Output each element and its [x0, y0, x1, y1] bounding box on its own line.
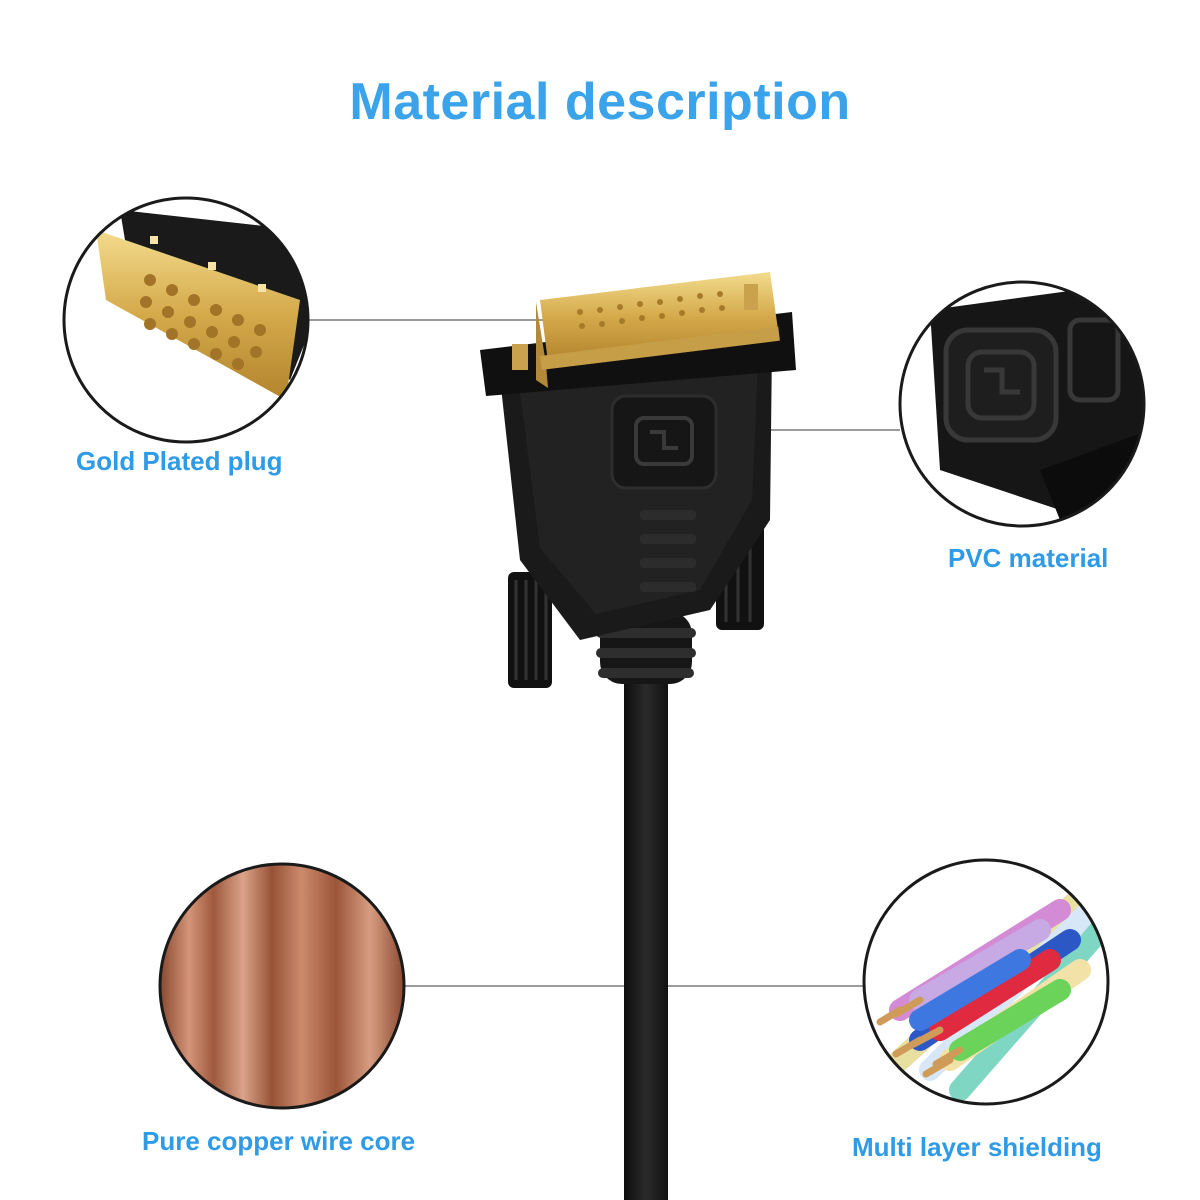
shielding-closeup — [862, 858, 1110, 1106]
copper-core-label: Pure copper wire core — [142, 1126, 416, 1156]
page-title: Material description — [349, 73, 851, 131]
copper-closeup — [158, 862, 406, 1110]
pvc-closeup — [898, 280, 1146, 528]
multi-layer-shielding-label: Multi layer shielding — [852, 1132, 1102, 1162]
dvi-connector — [480, 272, 796, 688]
gold-plated-plug-label: Gold Plated plug — [76, 446, 283, 476]
pvc-material-label: PVC material — [948, 543, 1109, 573]
gold-plug-closeup — [62, 196, 310, 444]
cable — [596, 612, 696, 1200]
